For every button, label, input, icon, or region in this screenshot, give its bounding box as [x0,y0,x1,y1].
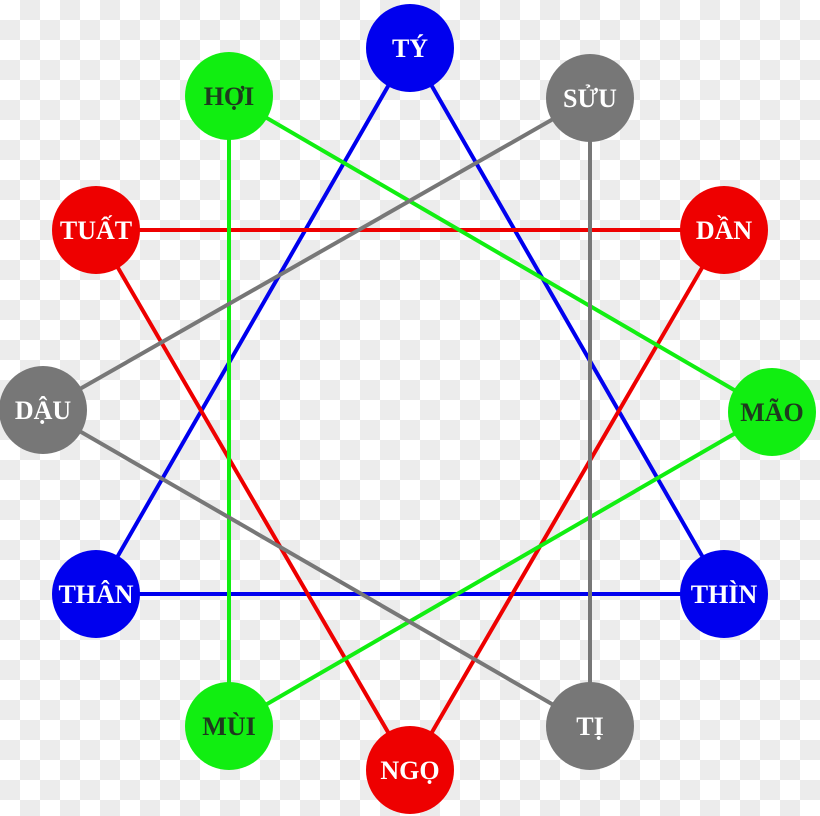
node-ti: TỊ [546,682,634,770]
node-ngo: NGỌ [366,726,454,814]
node-tuat: TUẤT [52,186,140,274]
node-thin: THÌN [680,550,768,638]
node-hoi: HỢI [185,52,273,140]
node-label: DẦN [696,216,753,245]
branch-nodes: TÝ HỢI SỬU TUẤT DẦN DẬU MÃO THÂN THÌN MÙI NGỌ TỊ [0,4,816,814]
edge-dau-ti [41,408,592,728]
node-dan: DẦN [680,186,768,274]
node-dau: DẬU [0,366,87,454]
node-than: THÂN [52,550,140,638]
node-circle [185,52,273,140]
triangle-edges [41,47,774,772]
node-suu: SỬU [546,54,634,142]
node-circle [728,368,816,456]
node-circle [366,4,454,92]
node-label: TỊ [576,712,603,741]
edge-suu-dau [42,96,591,412]
edge-tuat-ngo [94,228,412,772]
node-label: TUẤT [60,216,132,245]
node-circle [546,682,634,770]
node-label: THÂN [58,580,133,609]
node-circle [52,550,140,638]
node-circle [185,682,273,770]
node-circle [52,186,140,274]
node-circle [680,186,768,274]
edge-ty-thin [408,47,726,595]
node-label: TÝ [392,34,428,63]
node-mao: MÃO [728,368,816,456]
edge-hoi-mao [227,94,774,414]
node-label: NGỌ [380,756,439,785]
edge-mui-mao [227,410,774,728]
edge-dan-ngo [408,228,726,772]
node-circle [0,366,87,454]
node-label: THÌN [691,580,758,609]
node-label: MÙI [202,712,255,741]
node-ty: TÝ [366,4,454,92]
node-circle [366,726,454,814]
edge-ty-than [94,47,412,595]
node-mui: MÙI [185,682,273,770]
node-circle [546,54,634,142]
node-label: HỢI [204,82,255,111]
node-circle [680,550,768,638]
node-label: SỬU [563,84,617,113]
node-label: DẬU [15,396,72,425]
node-label: MÃO [740,398,804,427]
